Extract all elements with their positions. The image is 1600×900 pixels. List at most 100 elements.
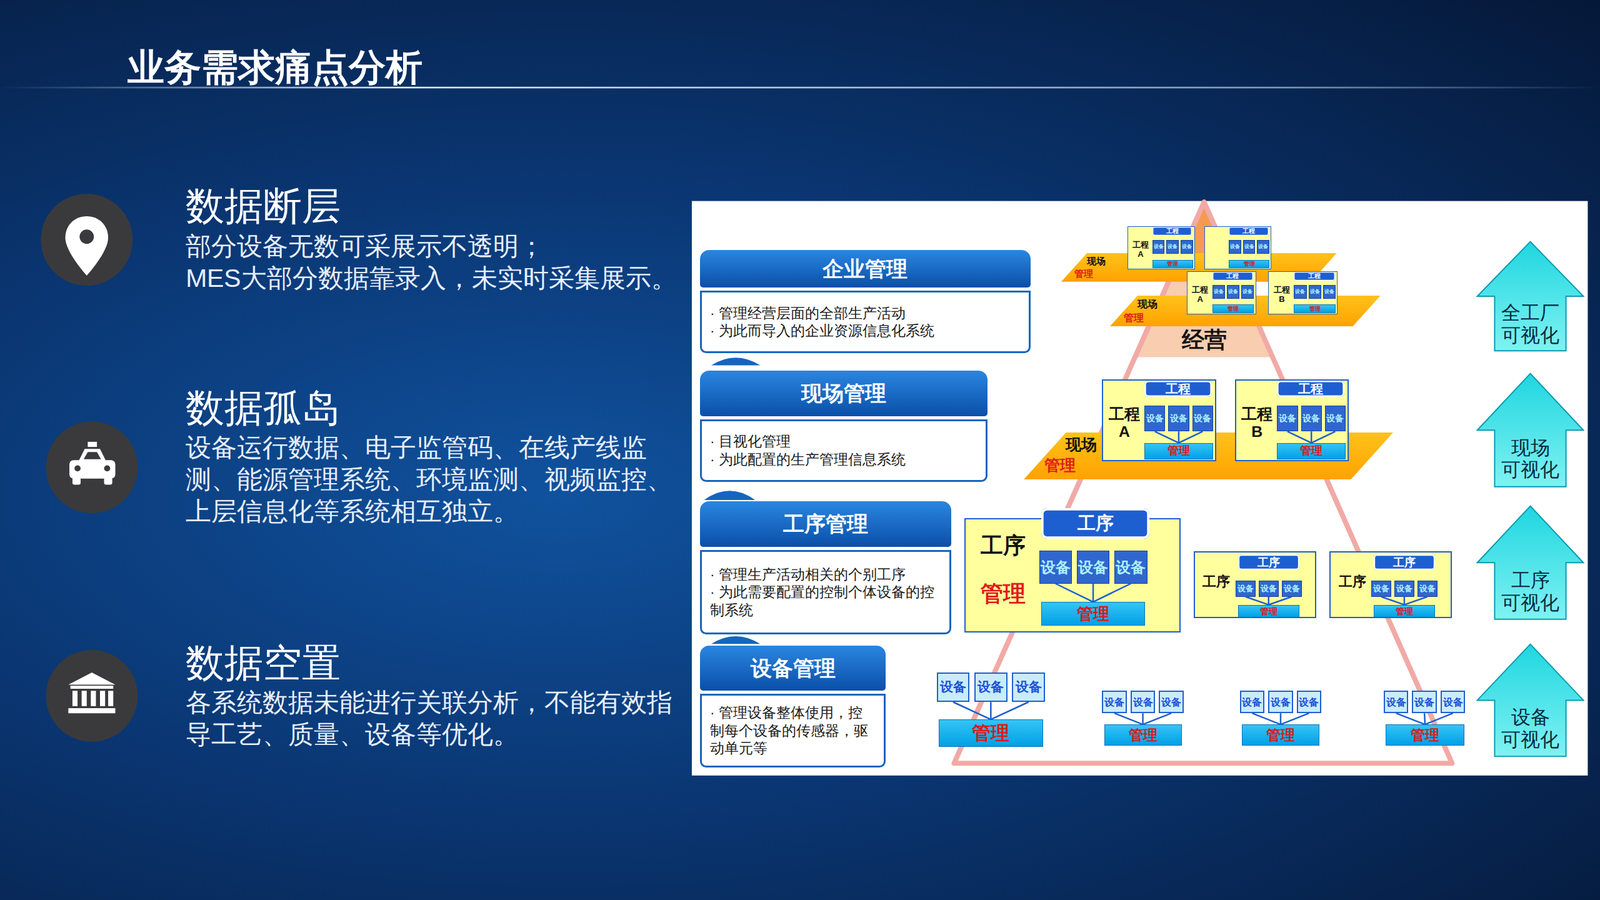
device-label: 设备 <box>1283 583 1300 594</box>
tab: 工程 <box>1228 226 1269 236</box>
bank-icon <box>45 650 138 742</box>
connector-line <box>1403 596 1406 605</box>
device-label: 设备 <box>1153 243 1164 250</box>
connector-line <box>1311 431 1335 443</box>
device-label: 设备 <box>1310 288 1320 295</box>
up-chevron <box>711 636 760 644</box>
device-label: 设备 <box>1260 583 1277 594</box>
manager-bar: 管理 <box>1041 601 1145 626</box>
point-body: MES大部分数据靠录入，未实时采集展示。 <box>185 262 686 295</box>
side-area: 工程 A <box>1189 282 1211 307</box>
device-label: 设备 <box>1181 243 1192 250</box>
plane-label: 现场 <box>1065 436 1097 454</box>
tab: 工程 <box>1152 226 1193 236</box>
level-box: 工序管理· 管理生产活动相关的个别工序· 为此需要配置的控制个体设备的控制系统 <box>700 501 952 635</box>
device-label: 设备 <box>1146 413 1164 424</box>
project-box: 工程设备设备设备管理 <box>1204 226 1272 270</box>
box-title: 企业管理 <box>822 255 908 283</box>
manager-label: 管理 <box>1227 305 1239 313</box>
device-box: 设备 <box>1325 405 1346 432</box>
connector-line <box>990 701 1029 720</box>
device-label: 设备 <box>1396 583 1413 594</box>
device-label: 设备 <box>1258 243 1269 250</box>
connector-line <box>1268 596 1292 605</box>
device-box: 设备 <box>1166 240 1179 254</box>
device-label: 设备 <box>977 679 1004 695</box>
manager-bar: 管理 <box>1385 724 1465 746</box>
box-title: 设备管理 <box>750 655 836 682</box>
box-panel: · 管理设备整体使用，控制每个设备的传感器，驱动单元等 <box>700 693 886 768</box>
device-box: 设备 <box>1144 405 1165 432</box>
tab-label: 工序 <box>1393 555 1416 569</box>
tab-label: 工程 <box>1165 381 1191 397</box>
device-label: 设备 <box>1278 413 1297 424</box>
tab-label: 工程 <box>1298 381 1324 397</box>
up-chevron <box>704 490 756 500</box>
device-label: 设备 <box>1015 679 1042 695</box>
project-box: 工程工程 A设备设备设备管理 <box>1127 226 1195 270</box>
device-label: 设备 <box>1213 288 1224 295</box>
plane-label: 管理 <box>1074 268 1094 279</box>
box-panel: · 目视化管理· 为此配置的生产管理信息系统 <box>700 419 988 482</box>
box-body: · 目视化管理 <box>710 432 978 451</box>
device-box: 设备 <box>1296 690 1322 714</box>
tab-label: 工程 <box>1166 227 1179 235</box>
point-body: 部分设备无数可采展示不透明； <box>185 230 686 263</box>
side-label: 工程 A <box>1130 240 1151 259</box>
device-label: 设备 <box>1270 696 1291 709</box>
device-label: 设备 <box>1242 288 1253 295</box>
connector-line <box>1280 713 1282 725</box>
device-box: 设备 <box>1276 405 1298 432</box>
device-label: 设备 <box>1228 288 1239 295</box>
project-box: 工程工程 B设备设备设备管理 <box>1235 379 1350 462</box>
box-title: 工序管理 <box>783 510 869 538</box>
up-arrow: 现场 可视化 <box>1476 372 1585 488</box>
connector-line <box>1251 713 1281 725</box>
box-header: 企业管理 <box>700 250 1031 288</box>
manager-label: 管理 <box>1128 726 1158 744</box>
manager-bar: 管理 <box>1104 724 1182 746</box>
manager-label: 管理 <box>1266 726 1295 744</box>
device-box: 设备 <box>1226 285 1240 299</box>
manager-bar: 管理 <box>938 719 1044 747</box>
manager-bar: 管理 <box>1152 260 1194 269</box>
side-area: 工序 <box>971 528 1035 564</box>
side-label: 工序 <box>1338 574 1367 590</box>
device-label: 设备 <box>1373 583 1390 594</box>
tab: 工序 <box>1238 554 1300 570</box>
device-label: 设备 <box>1302 413 1320 424</box>
device-label: 设备 <box>1078 558 1109 576</box>
box-title: 现场管理 <box>801 380 887 407</box>
side-area: 工序 <box>1334 571 1370 593</box>
manager-label: 管理 <box>971 722 1010 744</box>
connector-line <box>1092 583 1095 602</box>
manager-label: 管理 <box>1167 444 1190 457</box>
box-body: · 管理生产活动相关的个别工序 <box>710 565 942 584</box>
manager-bar: 管理 <box>1241 724 1320 746</box>
device-box: 设备 <box>1168 405 1189 432</box>
manager-label: 管理 <box>1260 606 1278 617</box>
manager-label: 管理 <box>1309 305 1321 313</box>
device-box: 设备 <box>1039 550 1072 584</box>
connector-line <box>1381 596 1405 605</box>
box-header: 设备管理 <box>700 645 886 691</box>
device-box: 设备 <box>1293 285 1307 299</box>
device-box: 设备 <box>1240 690 1265 714</box>
device-box: 设备 <box>1241 285 1254 299</box>
side-area: 工程 B <box>1239 400 1275 447</box>
tab: 工程 <box>1293 271 1335 281</box>
device-box: 设备 <box>1323 285 1336 299</box>
tab-label: 工序 <box>1257 555 1280 569</box>
page-title: 业务需求痛点分析 <box>127 43 423 93</box>
side-area: 工程 A <box>1106 400 1143 447</box>
tab: 工序 <box>1041 508 1150 539</box>
device-box: 设备 <box>1158 690 1184 714</box>
device-box: 设备 <box>1192 405 1214 432</box>
connector-line <box>1141 713 1144 725</box>
device-box: 设备 <box>1411 690 1437 714</box>
side-area: 工序 <box>1198 571 1235 593</box>
side-label: 管理 <box>980 581 1026 607</box>
manager-label: 管理 <box>1410 726 1440 744</box>
device-box: 设备 <box>1383 690 1409 714</box>
device-label: 设备 <box>1193 413 1212 424</box>
